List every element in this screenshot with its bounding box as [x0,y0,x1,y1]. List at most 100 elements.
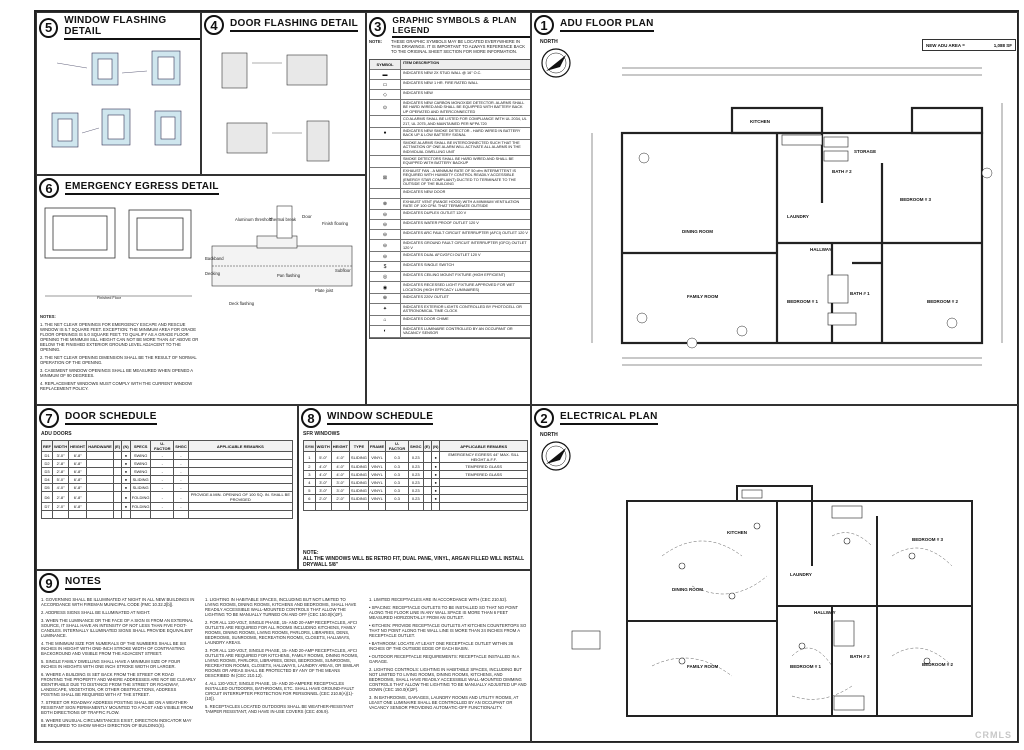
table-cell: 6'-8" [68,491,88,503]
legend-col-symbol: SYMBOL [370,60,401,69]
table-cell: 2 [303,462,316,471]
table-cell [86,467,114,476]
table-cell: - [173,451,189,460]
legend-symbol-icon: ◉ [370,282,401,293]
north-label: NORTH [540,432,558,438]
table-cell: 0.23 [407,451,424,463]
table-cell-empty [68,510,88,519]
room-family: FAMILY ROOM [687,294,719,299]
backband-label: Backband [205,256,224,261]
panel-number: 5 [39,17,59,38]
table-cell-empty [439,502,528,511]
table-cell-empty [51,510,70,519]
panel-title: ADU FLOOR PLAN [560,18,654,32]
note-item: • SPACING: RECEPTACLE OUTLETS TO BE INST… [369,605,518,620]
notes-label: NOTES: [40,314,56,319]
table-cell: FOLDING [129,491,152,503]
legend-description: INDICATES GROUND FAULT CIRCUIT INTERRUPT… [403,241,527,250]
table-cell-empty [303,502,316,511]
legend-row: ◐INDICATES LUMINAIRE CONTROLLED BY AN OC… [370,325,530,338]
legend-description: INDICATES 220V OUTLET [403,294,449,299]
panel-number: 2 [534,408,554,428]
legend-row: ⊖INDICATES DUPLEX OUTLET 120 V [370,210,530,221]
room-kitchen: KITCHEN [727,530,747,535]
table-cell: 2'-8" [51,491,70,503]
table-cell: 0.23 [407,462,424,471]
table-cell: 4'-0" [314,462,332,471]
table-cell: ● [121,451,131,460]
column-header: FRAME [367,440,387,452]
table-cell: ● [430,486,441,495]
table-cell [422,462,432,471]
room-laundry: LAUNDRY [787,214,809,219]
legend-description: EXHAUST VENT (RANGE HOOD) WITH A MINIMUM… [403,199,520,208]
table-cell: D3 [41,467,53,476]
table-cell-empty [348,502,369,511]
watermark: CRMLS [975,730,1012,740]
table-cell: SLIDING [348,494,369,503]
table-cell: ● [121,491,131,503]
legend-row: ⊖INDICATES ARC FAULT CIRCUIT INTERRUPTER… [370,230,530,241]
table-cell-empty [173,510,189,519]
table-cell: ● [430,478,441,487]
legend-symbol-icon [370,188,401,198]
notes-column-1: 1. GOVERNING SHALL BE ILLUMINATED AT NIG… [41,597,196,731]
legend-row: ⊖INDICATES GROUND FAULT CIRCUIT INTERRUP… [370,240,530,253]
legend-row: ◇INDICATES NEW [370,90,530,100]
table-cell: PROVIDE A MIN. OPENING OF 100 SQ. IN. SH… [187,491,294,503]
note-item: 2. FOR ALL 120-VOLT, SINGLE PHASE, 15- A… [205,620,358,645]
note-item: 5. RECEPTACLES LOCATED OUTDOORS SHALL BE… [205,704,354,714]
table-cell: 6'-8" [68,451,88,460]
table-cell: 5'-0" [51,475,70,484]
table-cell-empty [86,510,114,519]
column-header: U-FACTOR [385,440,409,452]
room-bed1: BEDROOM # 1 [790,664,822,669]
panel-title: EMERGENCY EGRESS DETAIL [65,181,219,195]
legend-row: ◎INDICATES CEILING MOUNT FIXTURE (HIGH E… [370,272,530,283]
legend-row: SMOKE ALARMS SHALL BE INTERCONNECTED SUC… [370,139,530,157]
legend-symbol-icon: ✦ [370,303,401,315]
panel-title: WINDOW FLASHING DETAIL [64,15,200,40]
table-cell: 2'-0" [314,494,332,503]
table-cell: D5 [41,483,53,492]
column-header: SPECS [129,440,152,452]
column-header: SHGC [173,440,189,452]
legend-col-desc: ITEM DESCRIPTION [403,61,440,65]
legend-row: ◉INDICATES RECESSED LIGHT FIXTURE APPROV… [370,282,530,294]
table-cell: 4'-0" [51,483,70,492]
table-cell: 0.3 [385,451,409,463]
table-cell: 4'-0" [314,470,332,479]
table-cell: - [173,467,189,476]
table-cell [187,483,294,492]
room-dining: DINING ROOM [672,587,703,592]
table-cell: SLIDING [129,475,152,484]
legend-symbol-icon: ⊖ [370,240,401,252]
table-cell: 3'-0" [314,486,332,495]
table-cell: SLIDING [348,470,369,479]
legend-row: ▬INDICATES NEW 2X STUD WALL @ 16" O.C. [370,70,530,80]
table-cell: SWING [129,451,152,460]
table-cell: 4'-0" [330,451,350,463]
door-schedule-subtitle: ADU DOORS [41,431,72,437]
legend-description: INDICATES NEW CARBON MONOXIDE DETECTOR. … [403,101,525,114]
table-cell [422,470,432,479]
table-cell [112,475,123,484]
deck-flashing-label: Deck flashing [229,301,255,306]
room-dining: DINING ROOM [682,229,713,234]
room-bath2: BATH # 2 [850,654,870,659]
legend-symbol-icon: ◐ [370,325,401,337]
legend-description: CO ALARMS SHALL BE LISTED FOR COMPLIANCE… [403,117,527,126]
legend-description: INDICATES ARC FAULT CIRCUIT INTERRUPTER … [403,231,528,236]
room-bath2: BATH # 2 [832,169,852,174]
legend-description: INDICATES WATER PROOF OUTLET 120 V [403,221,479,226]
north-arrow-icon [541,441,571,471]
legend-description: EXHAUST FAN - A MINIMUM RATE OF 50 cfm I… [403,168,517,187]
legend-row: ⊖INDICATES WATER PROOF OUTLET 120 V [370,220,530,231]
area-label: NEW ADU AREA = [926,42,965,48]
table-cell [422,451,432,463]
legend-symbol-icon: ◇ [370,90,401,99]
